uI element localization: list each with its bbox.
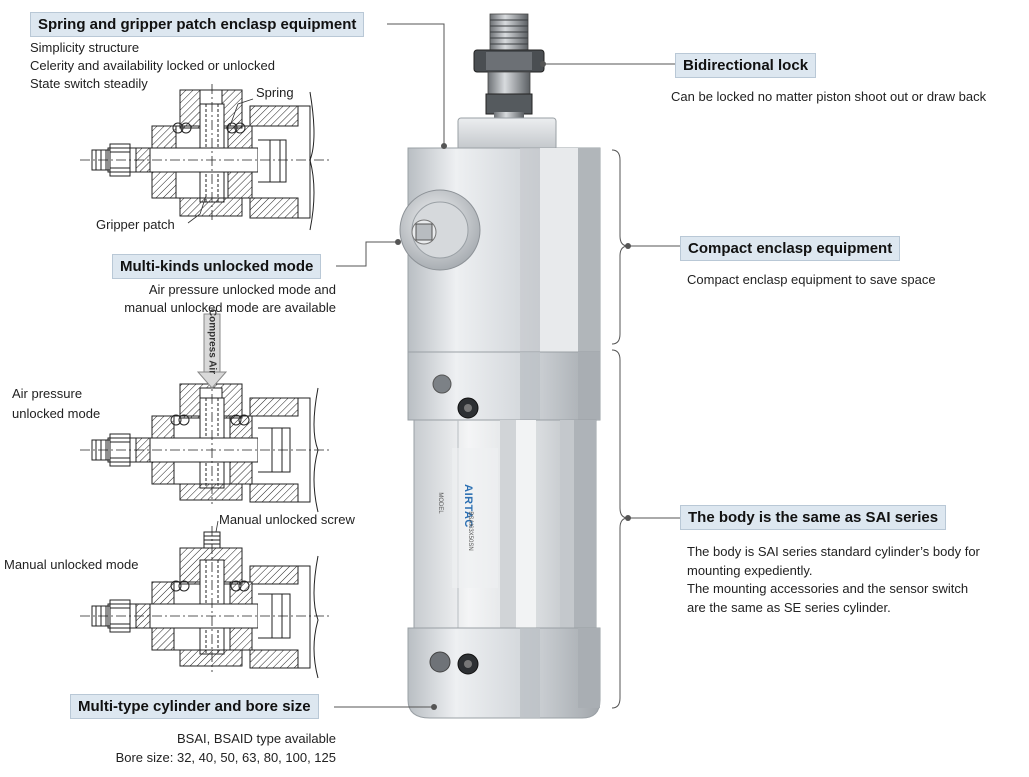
callout-desc-multi-kinds: Air pressure unlocked mode and manual un… bbox=[96, 281, 336, 317]
label-manual-mode: Manual unlocked mode bbox=[4, 557, 139, 572]
label-gripper-patch: Gripper patch bbox=[96, 217, 175, 232]
desc-line: Air pressure bbox=[12, 386, 83, 401]
cylinder-render bbox=[399, 13, 601, 719]
callout-title-spring-gripper: Spring and gripper patch enclasp equipme… bbox=[30, 12, 365, 37]
desc-line: State switch steadily bbox=[30, 76, 148, 91]
callout-title-multi-type: Multi-type cylinder and bore size bbox=[70, 694, 319, 719]
callout-desc-compact: Compact enclasp equipment to save space bbox=[687, 271, 936, 289]
callout-title-body-sai: The body is the same as SAI series bbox=[680, 505, 947, 530]
desc-line: The mounting accessories and the sensor … bbox=[687, 581, 969, 596]
label-spring: Spring bbox=[256, 85, 294, 100]
callout-desc-multi-type: BSAI, BSAID type available Bore size: 32… bbox=[80, 729, 336, 767]
section-drawing-spring-gripper bbox=[80, 84, 330, 231]
callout-desc-spring-gripper: Simplicity structure Celerity and availa… bbox=[30, 39, 275, 93]
callout-title-compact: Compact enclasp equipment bbox=[680, 236, 901, 261]
desc-line: BSAI, BSAID type available bbox=[177, 731, 336, 746]
desc-line: Celerity and availability locked or unlo… bbox=[30, 58, 275, 73]
desc-line: manual unlocked mode are available bbox=[124, 300, 336, 315]
callout-title-multi-kinds: Multi-kinds unlocked mode bbox=[112, 254, 322, 279]
callout-title-bidirectional: Bidirectional lock bbox=[675, 53, 817, 78]
callout-desc-body-sai: The body is SAI series standard cylinder… bbox=[687, 543, 980, 617]
desc-line: Simplicity structure bbox=[30, 40, 140, 55]
drawing-leaders bbox=[187, 98, 254, 533]
callout-desc-bidirectional: Can be locked no matter piston shoot out… bbox=[671, 88, 986, 106]
label-air-pressure-mode: Air pressure unlocked mode bbox=[12, 384, 100, 424]
desc-line: Bore size: 32, 40, 50, 63, 80, 100, 125 bbox=[115, 750, 336, 765]
desc-line: Compact enclasp equipment to save space bbox=[687, 272, 936, 287]
desc-line: mounting expediently. bbox=[687, 562, 813, 578]
desc-line: Air pressure unlocked mode and bbox=[148, 282, 336, 297]
section-drawing-manual bbox=[80, 526, 330, 679]
leader-dots bbox=[395, 61, 631, 710]
desc-line: The body is SAI series standard cylinder… bbox=[687, 544, 980, 559]
label-manual-screw: Manual unlocked screw bbox=[219, 512, 355, 527]
section-drawing-air-pressure bbox=[80, 376, 330, 513]
label-compress-air: Compress Air bbox=[206, 308, 218, 375]
desc-line: are the same as SE series cylinder. bbox=[687, 599, 891, 615]
product-model-code: BSAI63X50SN bbox=[467, 511, 473, 551]
compress-air-arrow bbox=[196, 313, 228, 389]
desc-line: unlocked mode bbox=[12, 406, 101, 421]
product-model-caption: MODEL bbox=[437, 492, 443, 514]
desc-line: Can be locked no matter piston shoot out… bbox=[671, 89, 987, 104]
